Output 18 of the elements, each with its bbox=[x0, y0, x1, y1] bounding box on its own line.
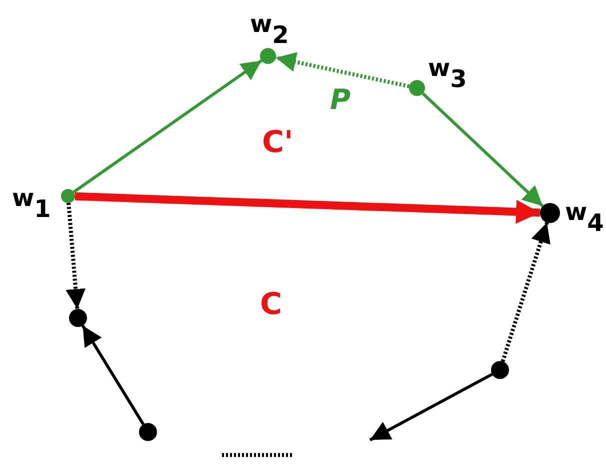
point-dot bbox=[409, 80, 425, 96]
point-dot bbox=[260, 48, 276, 64]
point-dot bbox=[540, 203, 560, 223]
dotted-arrow bbox=[275, 52, 410, 88]
point-dot bbox=[491, 361, 509, 379]
arrow bbox=[81, 324, 145, 426]
dotted-arrow bbox=[66, 202, 86, 310]
point-dot bbox=[61, 189, 75, 203]
point-dot bbox=[139, 423, 157, 441]
region-label: P bbox=[330, 86, 351, 114]
arrow bbox=[74, 192, 540, 224]
region-label: C' bbox=[262, 128, 294, 158]
point-dot bbox=[69, 309, 87, 327]
arrow bbox=[72, 59, 262, 194]
dotted-arrow bbox=[500, 222, 550, 362]
arrow bbox=[369, 372, 493, 442]
arrow bbox=[422, 92, 544, 208]
region-label: C bbox=[260, 290, 282, 320]
